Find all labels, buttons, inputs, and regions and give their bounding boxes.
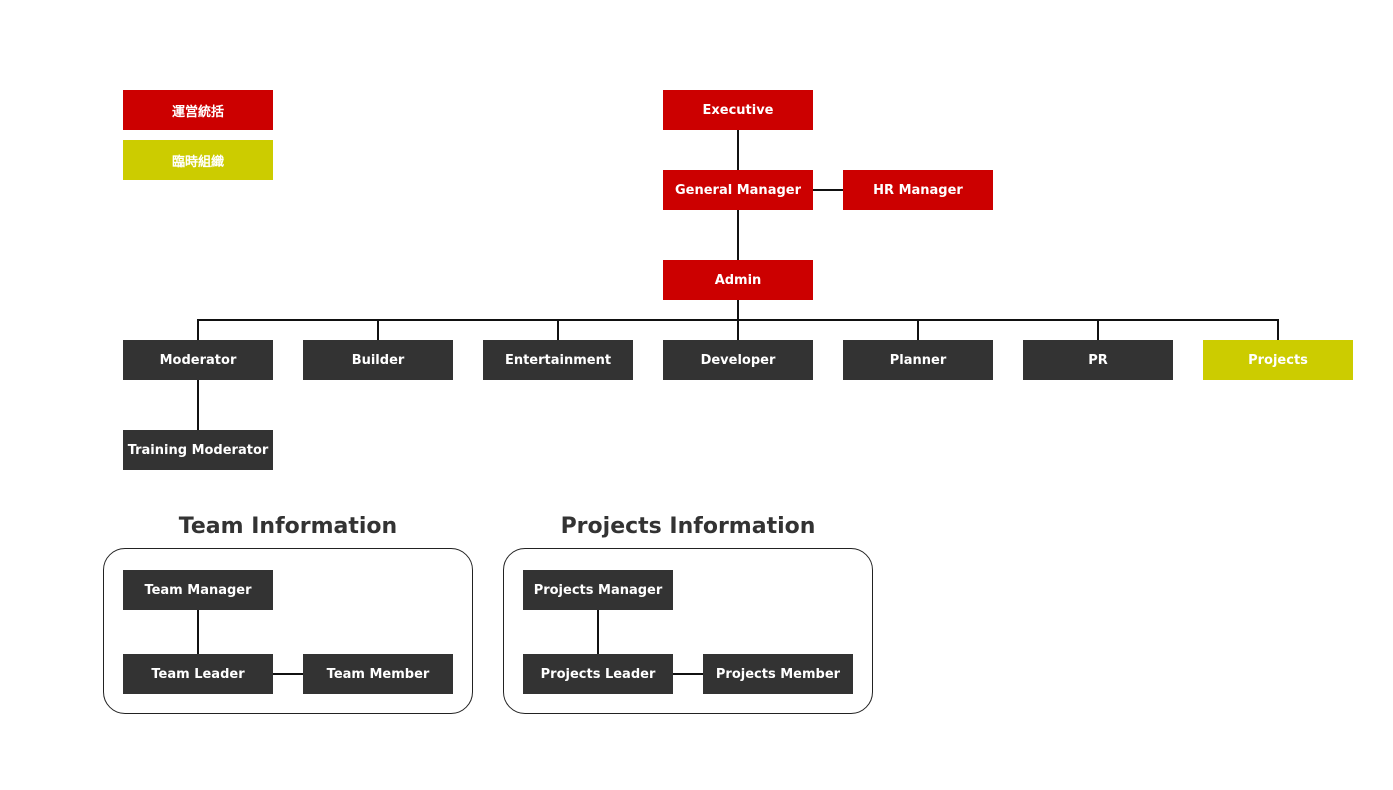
node-general-manager: General Manager <box>663 170 813 210</box>
node-team-member: Team Member <box>303 654 453 694</box>
legend-operations-label: 運営統括 <box>171 104 224 120</box>
node-hr-manager-label: HR Manager <box>873 182 963 198</box>
connector-drop-planner <box>917 320 919 340</box>
node-projects-manager-label: Projects Manager <box>533 582 663 598</box>
node-team-manager-label: Team Manager <box>144 582 252 598</box>
node-projects-leader-label: Projects Leader <box>540 666 656 682</box>
node-builder-label: Builder <box>351 352 405 368</box>
connector-drop-entertainment <box>557 320 559 340</box>
node-moderator: Moderator <box>123 340 273 380</box>
node-team-member-label: Team Member <box>326 666 430 682</box>
connector-drop-moderator <box>197 320 199 340</box>
node-builder: Builder <box>303 340 453 380</box>
node-hr-manager: HR Manager <box>843 170 993 210</box>
node-planner: Planner <box>843 340 993 380</box>
node-developer: Developer <box>663 340 813 380</box>
connector-team-manager-leader <box>197 610 199 654</box>
node-general-manager-label: General Manager <box>675 182 801 198</box>
legend-operations: 運営統括 <box>123 90 273 130</box>
node-projects-manager: Projects Manager <box>523 570 673 610</box>
node-team-manager: Team Manager <box>123 570 273 610</box>
node-moderator-label: Moderator <box>159 352 237 368</box>
node-pr-label: PR <box>1088 352 1108 368</box>
connector-projects-manager-leader <box>597 610 599 654</box>
node-developer-label: Developer <box>700 352 776 368</box>
node-projects: Projects <box>1203 340 1353 380</box>
node-executive: Executive <box>663 90 813 130</box>
node-planner-label: Planner <box>889 352 947 368</box>
connector-gm-hr <box>813 189 843 191</box>
projects-information-title: Projects Information <box>560 514 816 539</box>
node-team-leader: Team Leader <box>123 654 273 694</box>
connector-horizontal-bus <box>197 319 1279 321</box>
connector-team-leader-member <box>273 673 303 675</box>
connector-moderator-training <box>197 380 199 430</box>
legend-temporary-label: 臨時組織 <box>171 154 224 170</box>
node-team-leader-label: Team Leader <box>151 666 245 682</box>
team-information-panel <box>103 548 473 714</box>
node-admin-label: Admin <box>714 272 762 288</box>
connector-drop-projects <box>1277 320 1279 340</box>
node-entertainment: Entertainment <box>483 340 633 380</box>
node-pr: PR <box>1023 340 1173 380</box>
connector-projects-leader-member <box>673 673 703 675</box>
connector-drop-pr <box>1097 320 1099 340</box>
connector-executive-gm <box>737 130 739 170</box>
node-projects-member: Projects Member <box>703 654 853 694</box>
connector-drop-builder <box>377 320 379 340</box>
node-training-moderator-label: Training Moderator <box>127 442 269 458</box>
node-entertainment-label: Entertainment <box>504 352 612 368</box>
node-projects-member-label: Projects Member <box>715 666 841 682</box>
projects-information-panel <box>503 548 873 714</box>
team-information-title: Team Information <box>178 514 398 539</box>
node-admin: Admin <box>663 260 813 300</box>
connector-gm-admin <box>737 210 739 260</box>
legend-temporary: 臨時組織 <box>123 140 273 180</box>
node-training-moderator: Training Moderator <box>123 430 273 470</box>
node-projects-leader: Projects Leader <box>523 654 673 694</box>
node-projects-label: Projects <box>1248 352 1308 368</box>
node-executive-label: Executive <box>702 102 774 118</box>
